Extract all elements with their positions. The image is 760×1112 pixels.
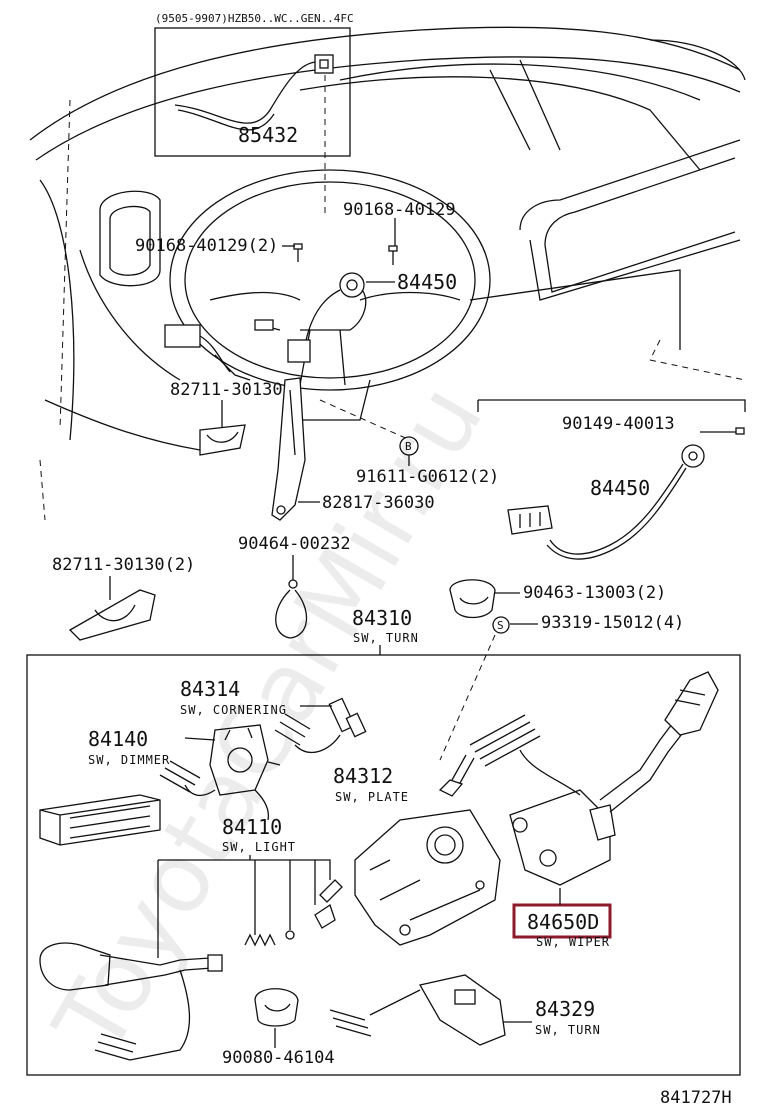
highlight-84650D	[512, 903, 612, 939]
watermark: ToyotaCarMir.ru	[32, 367, 504, 1073]
part-82817-36030-label[interactable]: 82817-36030	[322, 493, 435, 513]
part-90080-46104-label[interactable]: 90080-46104	[222, 1048, 335, 1068]
dashboard-outline	[29, 26, 746, 521]
part-84110-label[interactable]: 84110	[222, 815, 282, 839]
part-90168-40129-2-label[interactable]: 90168-40129(2)	[135, 236, 278, 256]
switch-84329-turn	[329, 974, 506, 1046]
part-84650D-label[interactable]: 84650D	[527, 910, 599, 934]
part-90463-13003-label[interactable]: 90463-13003(2)	[523, 583, 666, 603]
part-84650D-desc: SW, WIPER	[536, 935, 610, 949]
switch-84110-light	[39, 859, 343, 1061]
bracket-82711-bottom	[68, 589, 156, 641]
assembly-box-84310	[26, 654, 741, 1076]
group-84450-right	[477, 399, 746, 560]
part-84450-top-label[interactable]: 84450	[397, 270, 457, 294]
part-82711-30130-label[interactable]: 82711-30130	[170, 380, 283, 400]
part-84314-desc: SW, CORNERING	[180, 703, 287, 717]
part-84310-label[interactable]: 84310	[352, 606, 412, 630]
callout-s: S	[497, 619, 504, 632]
switch-84312-plate	[438, 754, 475, 797]
part-90149-40013-label[interactable]: 90149-40013	[562, 414, 675, 434]
clip-90463	[449, 579, 496, 619]
part-84310-desc: SW, TURN	[353, 631, 419, 645]
bracket-82817	[271, 377, 306, 521]
steering-wheel	[169, 169, 491, 441]
part-90464-00232-label[interactable]: 90464-00232	[238, 534, 351, 554]
callout-b: B	[405, 440, 412, 453]
switch-84650D-wiper	[469, 671, 719, 886]
part-82711-30130-2-label[interactable]: 82711-30130(2)	[52, 555, 195, 575]
part-91611-G0612-label[interactable]: 91611-G0612(2)	[356, 467, 499, 487]
part-93319-15012-label[interactable]: 93319-15012(4)	[541, 613, 684, 633]
part-84110-desc: SW, LIGHT	[222, 840, 296, 854]
callout-s-circle	[492, 616, 510, 634]
part-84450-right-label[interactable]: 84450	[590, 476, 650, 500]
part-84312-label[interactable]: 84312	[333, 764, 393, 788]
inset-header-note: (9505-9907)HZB50..WC..GEN..4FC	[155, 12, 354, 25]
leader-84140	[184, 737, 216, 741]
diagram-id: 841727H	[660, 1088, 732, 1108]
part-84329-label[interactable]: 84329	[535, 997, 595, 1021]
clip-90080	[254, 988, 299, 1027]
combination-switch-top	[164, 243, 398, 381]
part-84314-label[interactable]: 84314	[180, 677, 240, 701]
bracket-82711-top	[199, 424, 246, 456]
switch-84314-cornering	[274, 697, 367, 754]
connector-block	[39, 794, 161, 846]
inset-85432	[154, 27, 351, 157]
switch-body-center	[354, 809, 501, 946]
part-84140-label[interactable]: 84140	[88, 727, 148, 751]
switch-84140-dimmer	[159, 724, 281, 821]
part-85432-label[interactable]: 85432	[238, 123, 298, 147]
part-84329-desc: SW, TURN	[535, 1023, 601, 1037]
part-90168-40129-label[interactable]: 90168-40129	[343, 200, 456, 220]
part-84312-desc: SW, PLATE	[335, 790, 409, 804]
part-84140-desc: SW, DIMMER	[88, 753, 170, 767]
leader-93319-dash	[439, 634, 496, 761]
